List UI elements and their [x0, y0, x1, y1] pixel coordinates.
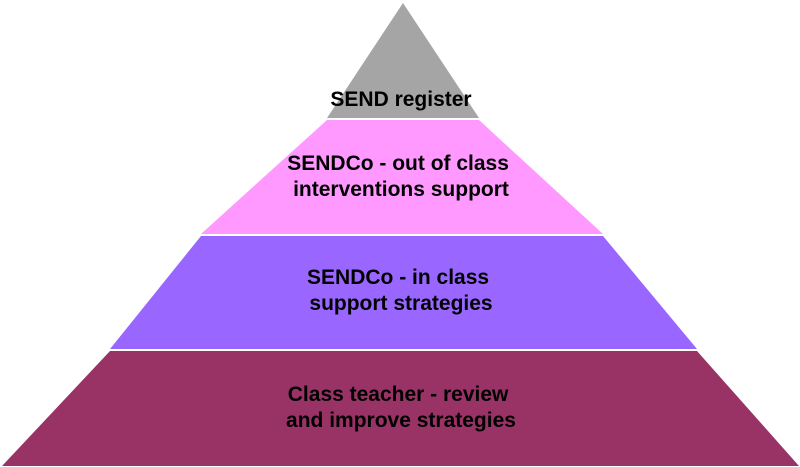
tier-in-class-support-line-2: support strategies	[309, 292, 492, 315]
tier-class-teacher-label: Class teacher - review and improve strat…	[286, 383, 516, 432]
tier-in-class-support-label: SENDCo - in class support strategies	[307, 266, 495, 315]
tier-out-of-class-support	[201, 120, 603, 234]
tier-out-of-class-support-line-1: SENDCo - out of class	[287, 152, 509, 175]
tier-out-of-class-support-line-2: interventions support	[293, 178, 509, 201]
tier-send-register	[327, 3, 479, 118]
tier-send-register-line-1: SEND register	[330, 88, 471, 111]
tier-class-teacher	[2, 351, 799, 466]
tier-in-class-support-line-1: SENDCo - in class	[307, 266, 489, 289]
tier-in-class-support	[110, 236, 697, 349]
tier-class-teacher-line-1: Class teacher - review	[288, 383, 509, 406]
tier-out-of-class-support-label: SENDCo - out of class interventions supp…	[287, 152, 515, 201]
tier-class-teacher-line-2: and improve strategies	[286, 409, 516, 432]
tier-send-register-label: SEND register	[330, 88, 471, 111]
